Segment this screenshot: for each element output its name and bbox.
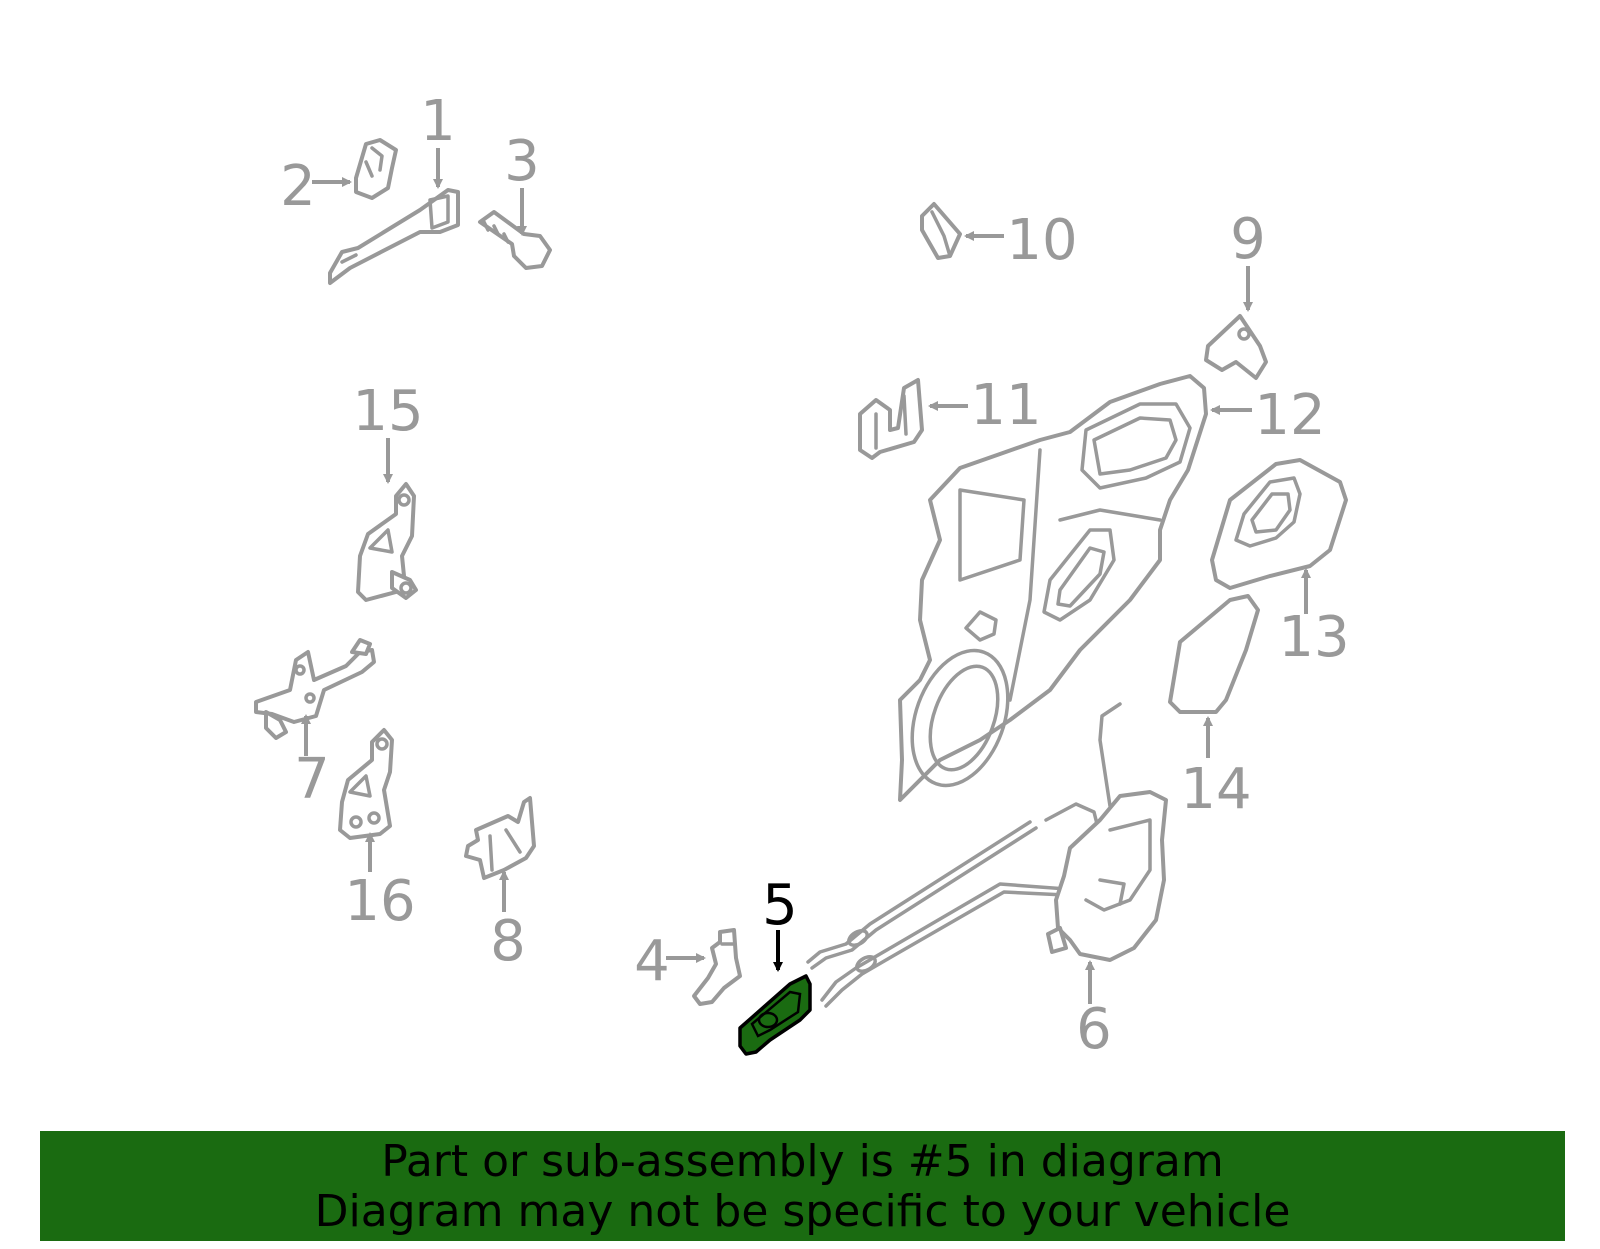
part-9-bracket[interactable]: 9 (1204, 207, 1268, 380)
part-4-release-lever[interactable]: 4 (634, 928, 742, 1006)
part-16-lower-hinge[interactable]: 16 (338, 728, 416, 934)
part-3-bolt[interactable]: 3 (478, 129, 552, 270)
part-6-door-latch[interactable]: 6 (806, 702, 1168, 1062)
callout-12: 12 (1254, 383, 1325, 448)
part-13-seal[interactable]: 13 (1210, 458, 1350, 670)
callout-9: 9 (1230, 207, 1266, 272)
part-11-clip[interactable]: 11 (858, 373, 1042, 460)
callout-4: 4 (634, 929, 670, 994)
callout-2: 2 (280, 154, 316, 219)
part-15-hinge[interactable]: 15 (352, 379, 424, 602)
callout-16: 16 (344, 869, 415, 934)
part-2-clip[interactable]: 2 (280, 138, 398, 219)
part-10-block[interactable]: 10 (920, 202, 1078, 273)
part-14-pad[interactable]: 14 (1168, 594, 1260, 822)
part-5-inside-handle[interactable]: 5 (738, 873, 812, 1056)
part-12-door-module-panel[interactable]: 12 (895, 374, 1326, 802)
callout-11: 11 (970, 373, 1041, 438)
banner-line-1: Part or sub-assembly is #5 in diagram (381, 1136, 1224, 1187)
callout-15: 15 (352, 379, 423, 444)
callout-1: 1 (420, 89, 456, 154)
callout-8: 8 (490, 909, 526, 974)
callout-3: 3 (504, 129, 540, 194)
part-8-bracket[interactable]: 8 (464, 796, 536, 974)
banner-line-2: Diagram may not be specific to your vehi… (314, 1186, 1291, 1237)
callout-13: 13 (1278, 605, 1349, 670)
callout-7: 7 (294, 747, 330, 812)
callout-10: 10 (1006, 208, 1077, 273)
part-1-handle-bracket[interactable]: 1 (328, 89, 460, 285)
callout-14: 14 (1180, 757, 1251, 822)
info-banner: Part or sub-assembly is #5 in diagram Di… (40, 1131, 1565, 1241)
part-7-check-strap[interactable]: 7 (254, 638, 376, 812)
callout-6: 6 (1076, 997, 1112, 1062)
callout-5: 5 (762, 873, 798, 938)
